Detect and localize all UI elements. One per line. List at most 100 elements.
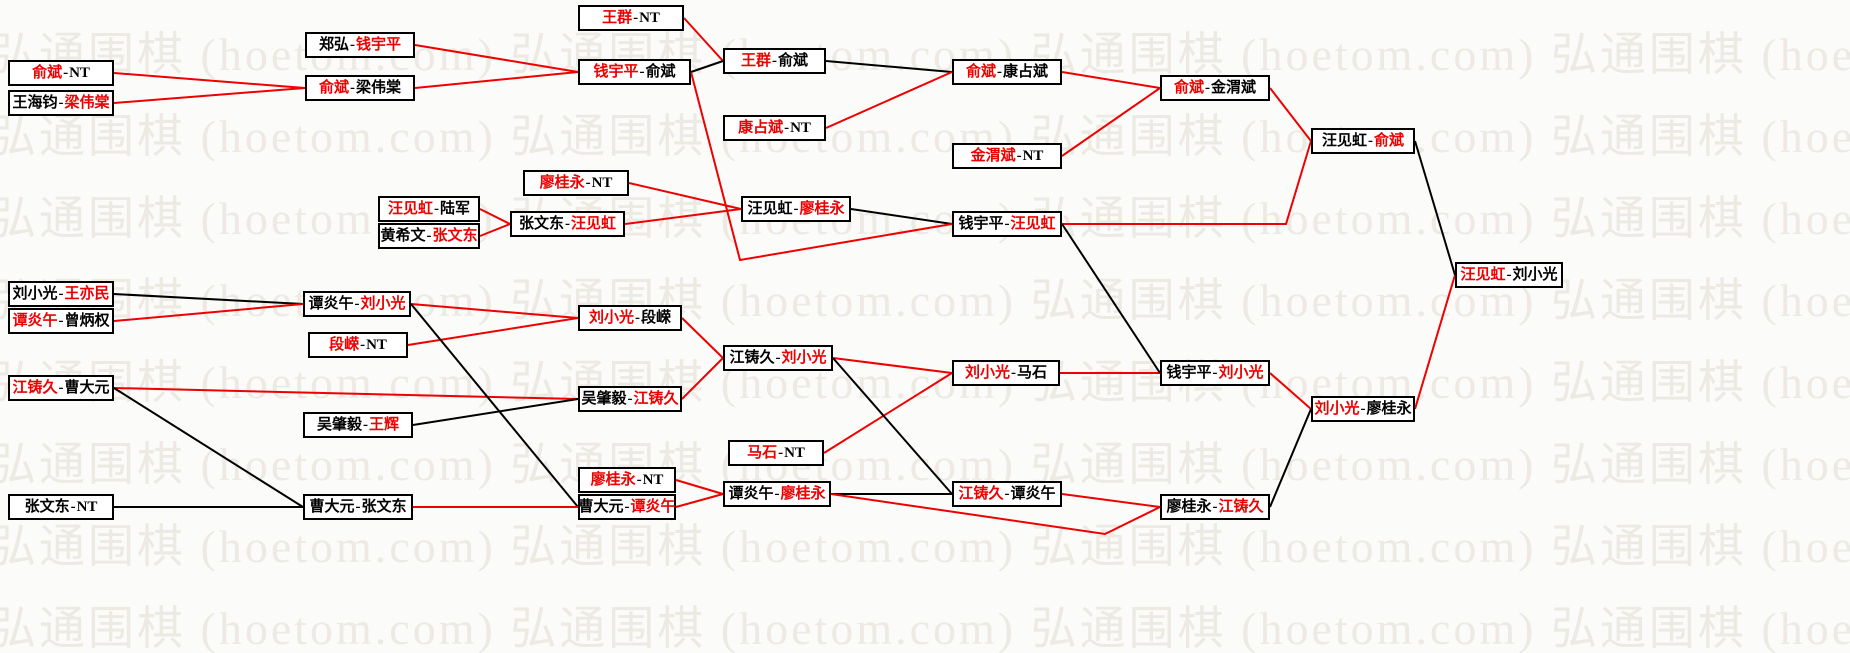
match-box[interactable]: 金渭斌-NT (952, 143, 1062, 169)
match-box[interactable]: 张文东-汪见虹 (510, 211, 625, 237)
match-box[interactable]: 廖桂永-江铸久 (1160, 494, 1270, 520)
match-separator: - (778, 444, 784, 461)
match-player-left: 张文东 (518, 215, 564, 232)
match-player-left: 吴肇毅 (581, 390, 627, 407)
match-box[interactable]: 王海钧-梁伟棠 (8, 90, 114, 116)
match-player-left: 汪见虹 (747, 200, 793, 217)
bracket-edge (681, 357, 724, 400)
match-player-left: 钱宇平 (1166, 364, 1212, 381)
bracket-edge (1414, 274, 1456, 410)
match-separator: - (434, 200, 439, 217)
bracket-edge (1061, 223, 1161, 374)
match-box[interactable]: 王群-NT (578, 5, 684, 31)
match-box[interactable]: 俞斌-NT (8, 60, 114, 86)
match-player-right: 俞斌 (1374, 132, 1405, 149)
match-player-left: 王群 (602, 9, 633, 26)
match-box[interactable]: 段嵘-NT (308, 332, 408, 358)
bracket-edge (1061, 71, 1161, 89)
match-box[interactable]: 谭炎午-廖桂永 (723, 481, 831, 507)
match-box[interactable]: 江铸久-谭炎午 (952, 481, 1062, 507)
match-separator: - (1004, 215, 1010, 232)
match-player-left: 曹大元 (309, 498, 355, 515)
bracket-edge (830, 493, 1161, 536)
match-separator: - (1360, 400, 1366, 417)
match-box[interactable]: 廖桂永-NT (578, 467, 676, 493)
match-box[interactable]: 曹大元-谭炎午 (578, 494, 676, 520)
match-box[interactable]: 曹大元-张文东 (303, 494, 413, 520)
match-box[interactable]: 黄希文-张文东 (378, 223, 480, 249)
match-player-left: 钱宇平 (593, 63, 639, 80)
match-box[interactable]: 刘小光-廖桂永 (1311, 396, 1415, 422)
match-player-right: 钱宇平 (356, 36, 402, 53)
match-box[interactable]: 郑弘-钱宇平 (305, 32, 415, 58)
match-box[interactable]: 钱宇平-汪见虹 (952, 211, 1062, 237)
match-player-right: 刘小光 (1512, 266, 1558, 283)
match-separator: - (1011, 364, 1016, 381)
match-separator: - (70, 498, 76, 515)
match-box[interactable]: 谭炎午-曾炳权 (8, 308, 114, 334)
match-box[interactable]: 俞斌-康占斌 (952, 59, 1062, 85)
match-player-right: 刘小光 (781, 349, 827, 366)
bracket-edge (479, 208, 511, 225)
bracket-edge (414, 44, 579, 73)
match-box[interactable]: 张文东-NT (8, 494, 114, 520)
match-box[interactable]: 汪见虹-陆军 (378, 196, 480, 222)
match-player-left: 江铸久 (958, 485, 1004, 502)
match-box[interactable]: 江铸久-曹大元 (8, 375, 114, 401)
match-box[interactable]: 谭炎午-刘小光 (303, 291, 411, 317)
bracket-edge (113, 72, 306, 89)
match-box[interactable]: 刘小光-段嵘 (578, 305, 682, 331)
match-player-left: 马石 (747, 444, 778, 461)
match-player-left: 谭炎午 (728, 485, 774, 502)
match-separator: - (354, 295, 360, 312)
match-player-left: 廖桂永 (539, 174, 585, 191)
match-player-left: 吴肇毅 (316, 416, 362, 433)
match-box[interactable]: 吴肇毅-江铸久 (578, 386, 682, 412)
match-box[interactable]: 江铸久-刘小光 (723, 345, 833, 371)
match-box[interactable]: 钱宇平-俞斌 (578, 59, 691, 85)
match-box[interactable]: 汪见虹-廖桂永 (741, 196, 851, 222)
match-separator: - (1212, 364, 1218, 381)
match-box[interactable]: 刘小光-王亦民 (8, 281, 114, 307)
match-player-right: 江铸久 (633, 390, 679, 407)
bracket-edge (1061, 87, 1161, 157)
bracket-edge (1269, 408, 1312, 508)
match-player-left: 郑弘 (318, 36, 349, 53)
match-player-right: NT (366, 336, 387, 353)
match-player-right: 江铸久 (1218, 498, 1264, 515)
match-separator: - (585, 174, 591, 191)
match-player-left: 刘小光 (964, 364, 1010, 381)
match-player-right: NT (69, 64, 90, 81)
match-player-left: 俞斌 (32, 64, 63, 81)
match-box[interactable]: 俞斌-金渭斌 (1160, 75, 1270, 101)
match-box[interactable]: 王群-俞斌 (723, 48, 826, 74)
match-separator: - (355, 498, 361, 515)
match-box[interactable]: 钱宇平-刘小光 (1160, 360, 1270, 386)
match-box[interactable]: 吴肇毅-王辉 (303, 412, 413, 438)
bracket-edge (113, 293, 304, 305)
bracket-edge (410, 303, 579, 319)
match-player-left: 钱宇平 (958, 215, 1004, 232)
match-separator: - (1368, 132, 1373, 149)
match-box[interactable]: 康占斌-NT (723, 115, 826, 141)
match-box[interactable]: 汪见虹-刘小光 (1455, 262, 1563, 288)
match-box[interactable]: 汪见虹-俞斌 (1311, 128, 1415, 154)
match-box[interactable]: 刘小光-马石 (952, 360, 1060, 386)
match-separator: - (1212, 498, 1218, 515)
match-player-right: 梁伟棠 (356, 79, 402, 96)
match-player-right: 马石 (1017, 364, 1048, 381)
match-player-left: 刘小光 (12, 285, 58, 302)
match-player-right: 曹大元 (64, 379, 110, 396)
bracket-edge (681, 317, 724, 359)
match-separator: - (426, 227, 432, 244)
match-separator: - (636, 471, 642, 488)
match-box[interactable]: 廖桂永-NT (523, 170, 629, 196)
bracket-edge (825, 60, 953, 73)
match-player-right: NT (784, 444, 805, 461)
match-player-right: NT (76, 498, 98, 515)
match-box[interactable]: 俞斌-梁伟棠 (305, 75, 415, 101)
match-separator: - (58, 94, 64, 111)
match-separator: - (633, 9, 639, 26)
match-box[interactable]: 马石-NT (728, 440, 824, 466)
match-player-right: 段嵘 (641, 309, 672, 326)
